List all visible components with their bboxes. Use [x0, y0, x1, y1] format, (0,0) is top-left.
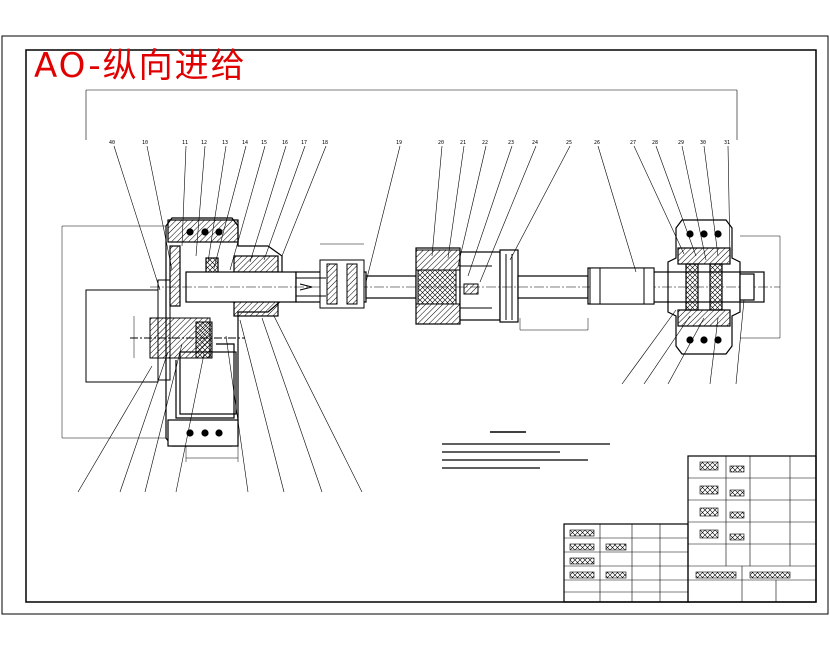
- worm-gear: [415, 249, 519, 325]
- svg-text:27: 27: [630, 140, 636, 146]
- right-shaft-block: [589, 267, 655, 305]
- dimension-lines: [61, 225, 781, 462]
- svg-text:12: 12: [201, 140, 207, 146]
- svg-text:17: 17: [301, 140, 307, 146]
- svg-text:13: 13: [222, 140, 228, 146]
- technical-requirements: [442, 431, 610, 469]
- leader-lines: [77, 145, 745, 493]
- svg-text:22: 22: [482, 140, 488, 146]
- svg-text:31: 31: [724, 140, 730, 146]
- svg-text:24: 24: [532, 140, 538, 146]
- svg-text:28: 28: [652, 140, 658, 146]
- title-block: [563, 455, 817, 603]
- svg-text:18: 18: [322, 140, 328, 146]
- svg-text:40: 40: [109, 140, 115, 146]
- svg-text:14: 14: [242, 140, 248, 146]
- svg-text:10: 10: [142, 140, 148, 146]
- svg-text:15: 15: [261, 140, 267, 146]
- svg-text:20: 20: [438, 140, 444, 146]
- drawing-title: AO-纵向进给: [34, 46, 247, 86]
- input-gear: [130, 317, 245, 359]
- outer-border: [1, 35, 829, 615]
- svg-text:19: 19: [396, 140, 402, 146]
- svg-text:16: 16: [282, 140, 288, 146]
- overall-dimension: [85, 89, 738, 140]
- svg-text:29: 29: [678, 140, 684, 146]
- svg-text:11: 11: [182, 140, 188, 146]
- balloons-top: 40 10 11 12 13 14 15 16 17 18 19 20 21 22 23 24 25 2…: [109, 140, 730, 146]
- coupling: [296, 259, 365, 309]
- svg-text:21: 21: [460, 140, 466, 146]
- svg-text:30: 30: [700, 140, 706, 146]
- svg-text:26: 26: [594, 140, 600, 146]
- svg-text:25: 25: [566, 140, 572, 146]
- inner-border: [25, 49, 817, 603]
- svg-text:23: 23: [508, 140, 514, 146]
